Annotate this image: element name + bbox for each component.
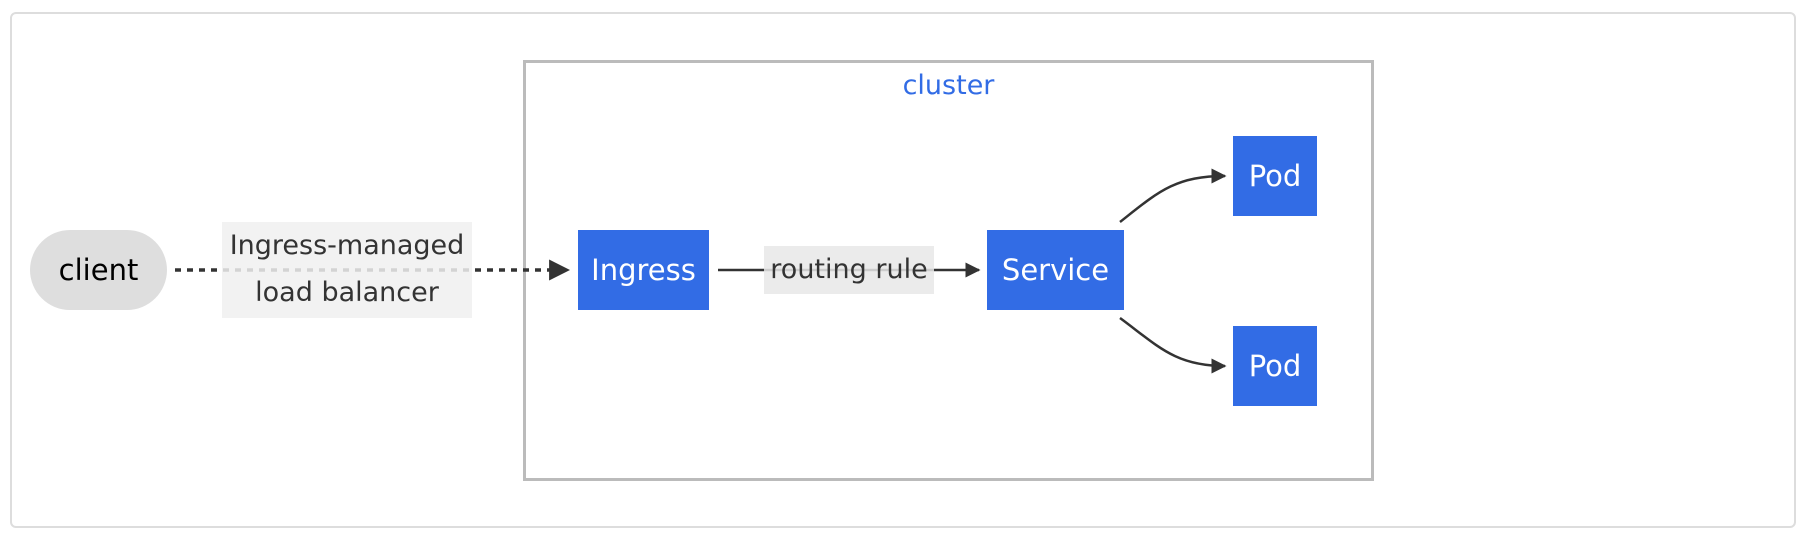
edge-service-to-pod-1 <box>1119 168 1227 223</box>
node-ingress: Ingress <box>578 230 709 310</box>
cluster-label: cluster <box>902 70 995 101</box>
node-pod-1: Pod <box>1233 136 1317 216</box>
node-service: Service <box>987 230 1124 310</box>
node-pod-2: Pod <box>1233 326 1317 406</box>
edge-label-line-1: Ingress-managed <box>229 230 465 261</box>
edge-service-to-pod-2 <box>1119 316 1227 374</box>
edge-label-load-balancer: Ingress-managed load balancer <box>222 222 472 318</box>
edge-label-routing-rule: routing rule <box>764 246 934 294</box>
edge-label-line-2: load balancer <box>255 277 439 308</box>
node-client: client <box>30 230 167 310</box>
